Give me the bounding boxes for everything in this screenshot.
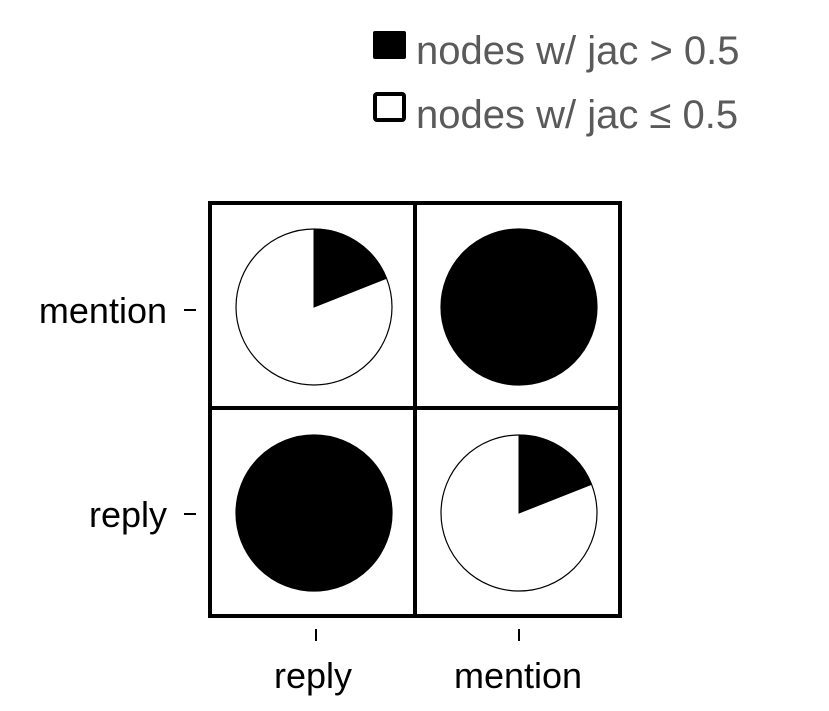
legend-label-below: nodes w/ jac ≤ 0.5 [416,93,738,137]
x-tick-label-reply: reply [274,655,352,696]
x-axis: reply mention [274,629,582,696]
grid-frame [208,201,622,618]
legend-swatch-below [373,92,406,122]
legend-label-above: nodes w/ jac > 0.5 [416,29,740,73]
legend-swatch-above [373,31,406,59]
matrix-cells [235,228,598,592]
y-tick-label-reply: reply [89,494,167,535]
x-tick-label-mention: mention [454,655,582,696]
y-axis: mention reply [39,290,196,535]
y-tick-label-mention: mention [39,290,167,331]
pie-mention-mention-base [440,228,598,386]
pie-mention-reply-slice-above [518,434,593,514]
pie-reply-mention-slice-above [313,228,388,308]
pie-reply-reply-base [235,434,393,592]
legend: nodes w/ jac > 0.5 nodes w/ jac ≤ 0.5 [373,29,740,137]
